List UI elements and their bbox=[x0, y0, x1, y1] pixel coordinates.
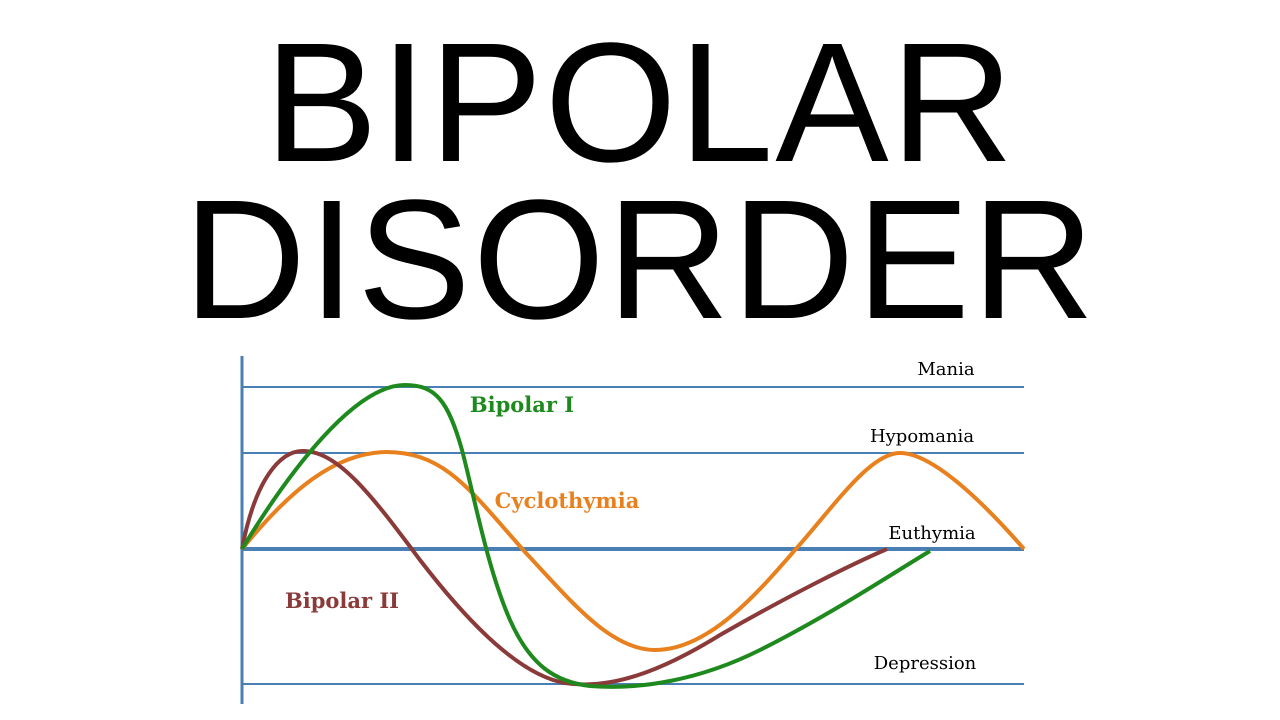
cyclothymia-label: Cyclothymia bbox=[495, 488, 640, 513]
title-line-1: BIPOLAR bbox=[264, 8, 1016, 198]
bipolar-1-curve bbox=[240, 382, 932, 689]
bipolar-1-label: Bipolar I bbox=[470, 392, 574, 417]
depression-label: Depression bbox=[874, 653, 977, 674]
euthymia-label: Euthymia bbox=[888, 523, 976, 544]
title-line-2: DISORDER bbox=[183, 165, 1097, 355]
cyclothymia-curve bbox=[240, 449, 1026, 653]
hypomania-label: Hypomania bbox=[870, 426, 974, 447]
bipolar-2-curve bbox=[240, 448, 888, 687]
mania-label: Mania bbox=[917, 359, 975, 380]
bipolar-2-label: Bipolar II bbox=[285, 588, 399, 613]
